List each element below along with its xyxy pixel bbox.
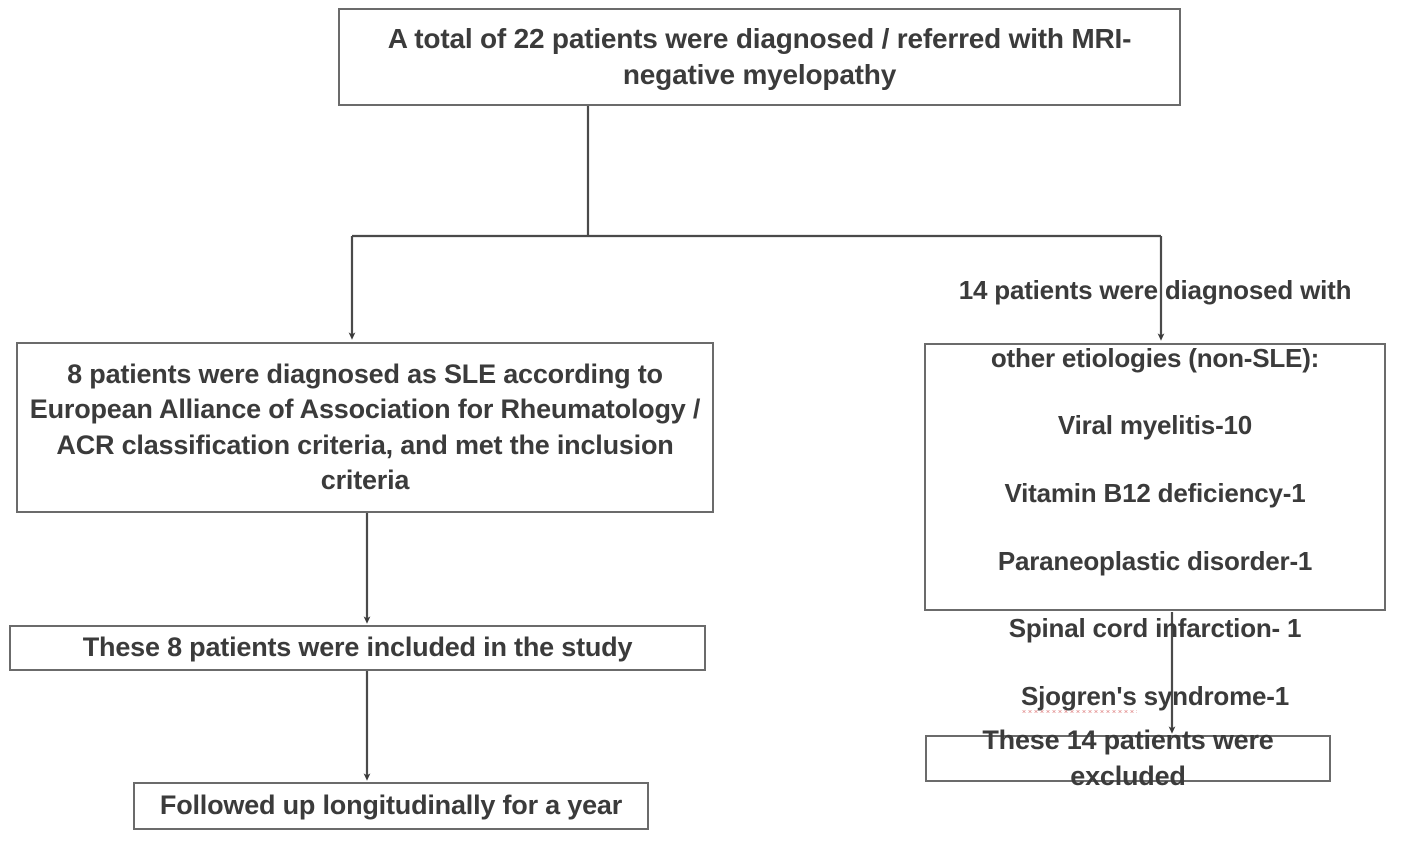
node-other-etiologies: 14 patients were diagnosed with other et… <box>924 275 1386 711</box>
etiology-item-vitamin-b12: Vitamin B12 deficiency-1 <box>1004 478 1306 508</box>
spellcheck-underlined-word: Sjogren's <box>1020 680 1137 711</box>
node-other-etiologies-heading-line-1: 14 patients were diagnosed with <box>958 275 1352 306</box>
node-followed-up-text: Followed up longitudinally for a year <box>159 790 623 821</box>
etiology-item-paraneoplastic: Paraneoplastic disorder-1 <box>997 545 1313 576</box>
node-included-in-study: These 8 patients were included in the st… <box>9 625 706 671</box>
node-sle-diagnosed-text: 8 patients were diagnosed as SLE accordi… <box>29 359 701 495</box>
node-total-patients-text: A total of 22 patients were diagnosed / … <box>387 22 1132 90</box>
node-other-etiologies-heading-line-2: other etiologies (non-SLE): <box>990 342 1320 373</box>
node-excluded-patients-text: These 14 patients were excluded <box>982 725 1274 791</box>
node-followed-up: Followed up longitudinally for a year <box>133 782 649 830</box>
node-included-in-study-text: These 8 patients were included in the st… <box>82 632 633 663</box>
node-other-etiologies-body: 14 patients were diagnosed with other et… <box>926 240 1384 713</box>
etiology-item-sjogrens: Sjogren's syndrome-1 <box>1020 680 1290 713</box>
node-excluded-patients: These 14 patients were excluded <box>925 725 1331 791</box>
node-total-patients: A total of 22 patients were diagnosed / … <box>338 8 1181 106</box>
etiology-item-viral-myelitis: Viral myelitis-10 <box>1057 410 1253 441</box>
etiology-item-spinal-cord-infarction: Spinal cord infarction- 1 <box>1008 613 1302 644</box>
node-sle-diagnosed: 8 patients were diagnosed as SLE accordi… <box>16 342 714 513</box>
etiology-item-sjogrens-rest: syndrome-1 <box>1136 680 1290 711</box>
